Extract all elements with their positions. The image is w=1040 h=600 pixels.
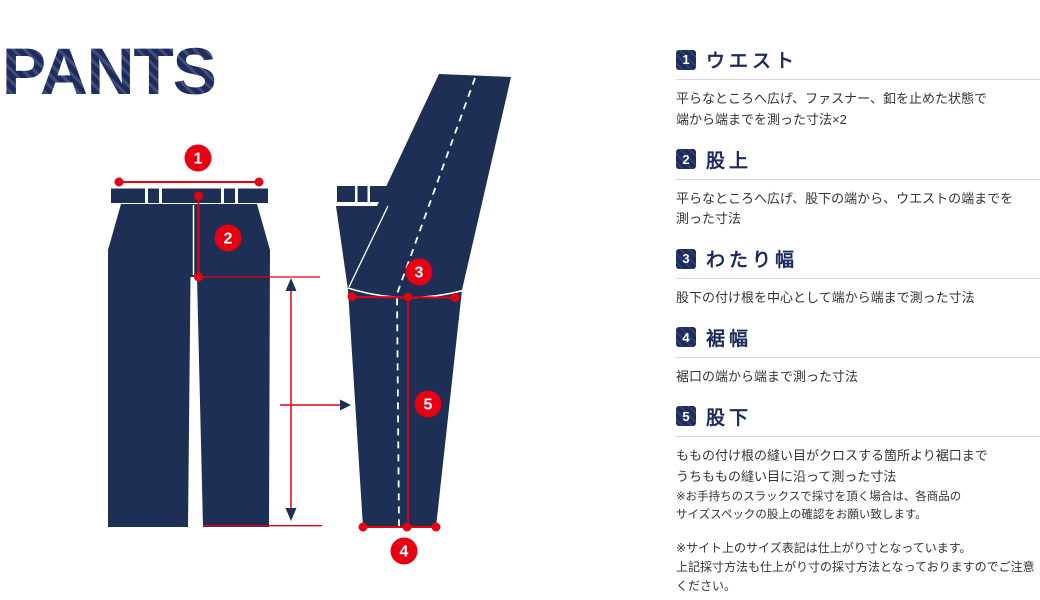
section-note: ※お手持ちのスラックスで採寸を頂く場合は、各商品の サイズスペックの股上の確認を… [676, 491, 962, 521]
section-title: 股下 [706, 407, 753, 429]
marker-2: 2 [214, 224, 242, 252]
heading-divider [676, 278, 1040, 280]
belt-loop-divider [355, 186, 358, 202]
section-inseam: 5 股下 ももの付け根の縫い目がクロスする箇所より裾口まで うちももの縫い目に沿… [676, 403, 1040, 524]
marker-4: 4 [390, 537, 418, 565]
belt-loop-divider [221, 188, 224, 203]
front-pants-illustration [108, 188, 270, 527]
footer-note: ※サイト上のサイズ表記は仕上がり寸となっています。 上記採寸方法も仕上がり寸の採… [676, 540, 1035, 594]
number-badge-1: 1 [676, 49, 696, 70]
section-description: ももの付け根の縫い目がクロスする箇所より裾口まで うちももの縫い目に沿って測った… [676, 447, 988, 484]
svg-text:2: 2 [224, 231, 233, 248]
section-heading: 4 裾幅 [676, 324, 1040, 351]
svg-text:5: 5 [424, 397, 433, 414]
measure-line-waist [114, 177, 264, 187]
number-markers: 1 2 3 4 5 [184, 144, 442, 565]
page-title: PANTS [2, 34, 217, 108]
side-pants-illustration [336, 74, 511, 527]
heading-divider [676, 79, 1040, 80]
belt-loop-divider [235, 188, 238, 203]
section-waist: 1 ウエスト 平らなところへ広げ、ファスナー、釦を止めた状態で 端から端までを測… [676, 46, 1040, 131]
section-rise: 2 股上 平らなところへ広げ、股下の端から、ウエストの端までを 測った寸法 [676, 146, 1040, 231]
section-heading: 1 ウエスト [676, 46, 1040, 73]
section-hem-width: 4 裾幅 裾口の端から端まで測った寸法 [676, 324, 1040, 388]
svg-text:4: 4 [400, 544, 409, 561]
section-title: わたり幅 [706, 250, 799, 272]
measurement-annotations [114, 177, 460, 532]
heading-divider [676, 356, 1040, 358]
section-title: ウエスト [706, 51, 799, 72]
section-description: 裾口の端から端まで測った寸法 [676, 368, 859, 384]
section-description: 平らなところへ広げ、股下の端から、ウエストの端までを 測った寸法 [676, 190, 1014, 227]
marker-1: 1 [184, 144, 212, 172]
pants-measurement-diagram: 1 2 3 4 5 [108, 74, 511, 565]
number-badge-5: 5 [676, 406, 696, 427]
belt-loop-divider [145, 188, 148, 203]
marker-5: 5 [414, 390, 442, 418]
heading-divider [676, 435, 1040, 437]
section-description: 股下の付け根を中心として端から端まで測った寸法 [676, 290, 975, 306]
svg-text:1: 1 [194, 151, 203, 168]
section-thigh-width: 3 わたり幅 股下の付け根を中心として端から端まで測った寸法 [676, 245, 1040, 309]
section-description: 平らなところへ広げ、ファスナー、釦を止めた状態で 端から端までを測った寸法×2 [676, 91, 987, 127]
measure-line-hem [358, 522, 441, 532]
number-badge-4: 4 [676, 327, 696, 348]
section-heading: 3 わたり幅 [676, 245, 1040, 272]
section-heading: 5 股下 [676, 403, 1040, 430]
number-badge-3: 3 [676, 248, 696, 269]
number-badge-2: 2 [676, 149, 696, 170]
belt-loop-divider [159, 188, 162, 203]
section-title: 裾幅 [706, 328, 753, 350]
marker-3: 3 [405, 258, 433, 286]
section-heading: 2 股上 [676, 146, 1040, 173]
belt-loop-divider [367, 186, 370, 202]
measure-line-rise [194, 191, 203, 282]
inseam-double-arrow [285, 278, 297, 521]
heading-divider [676, 178, 1040, 180]
measurement-info-column: 1 ウエスト 平らなところへ広げ、ファスナー、釦を止めた状態で 端から端までを測… [676, 46, 1040, 596]
pointer-arrow [280, 399, 351, 411]
svg-text:3: 3 [415, 265, 424, 282]
section-title: 股上 [706, 150, 753, 172]
